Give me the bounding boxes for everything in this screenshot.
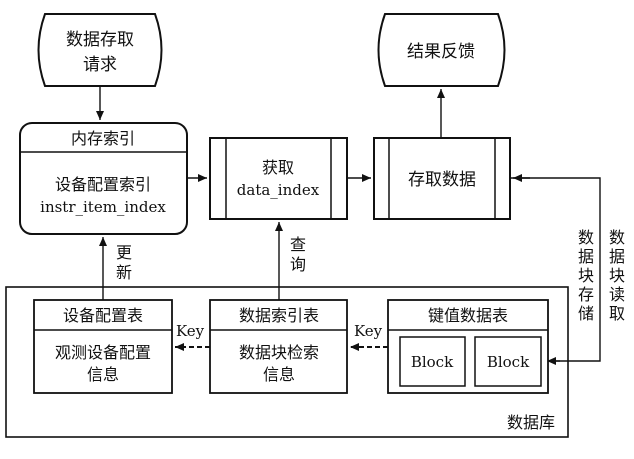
block-store-char-1: 据: [578, 247, 594, 266]
memory-index-box: 内存索引 设备配置索引 instr_item_index: [19, 122, 188, 235]
query-label-1: 查: [290, 235, 306, 254]
block-store-char-2: 块: [578, 266, 594, 285]
index-table-line2: 信息: [263, 365, 295, 384]
fetch-box: 获取 data_index: [209, 137, 348, 220]
memory-index-line1: 设备配置索引: [55, 175, 151, 194]
index-table: 数据索引表 数据块检索 信息: [209, 299, 348, 394]
block-read-label: 数 据 块 读 取: [609, 228, 625, 323]
device-table-line2: 信息: [87, 365, 119, 384]
kv-table: 键值数据表 Block Block: [387, 299, 549, 394]
update-label-2: 新: [116, 263, 132, 282]
request-terminal: 数据存取 请求: [37, 13, 163, 87]
key-label-left: Key: [176, 322, 205, 340]
device-table-header: 设备配置表: [63, 306, 143, 325]
database-container: 数据库: [5, 286, 569, 438]
fetch-line2: data_index: [237, 181, 320, 199]
memory-index-header: 内存索引: [71, 129, 135, 148]
device-table: 设备配置表 观测设备配置 信息: [33, 299, 173, 394]
device-table-line1: 观测设备配置: [55, 343, 151, 362]
fetch-line1: 获取: [262, 158, 294, 177]
request-line1: 数据存取: [66, 30, 134, 50]
index-table-line1: 数据块检索: [239, 343, 319, 362]
access-label: 存取数据: [408, 170, 476, 190]
block-1-label: Block: [411, 353, 454, 371]
query-label-2: 询: [290, 255, 306, 274]
block-read-char-2: 块: [609, 266, 625, 285]
feedback-label: 结果反馈: [407, 42, 475, 62]
access-box: 存取数据: [373, 137, 511, 220]
block-read-char-1: 据: [609, 247, 625, 266]
key-label-right: Key: [354, 322, 383, 340]
block-store-char-4: 储: [578, 304, 594, 323]
request-line2: 请求: [83, 55, 117, 75]
block-store-label: 数 据 块 存 储: [578, 228, 594, 323]
block-2: [474, 336, 542, 387]
feedback-terminal: 结果反馈: [377, 13, 506, 87]
block-2-label: Block: [487, 353, 530, 371]
block-read-char-4: 取: [609, 304, 625, 323]
block-read-char-3: 读: [609, 285, 625, 304]
kv-table-header: 键值数据表: [428, 306, 508, 325]
update-label-1: 更: [116, 243, 132, 262]
block-io-path: [510, 177, 601, 362]
memory-index-line2: instr_item_index: [40, 198, 166, 216]
database-label: 数据库: [507, 413, 555, 432]
block-store-char-0: 数: [578, 228, 594, 247]
block-1: [399, 336, 466, 387]
block-store-char-3: 存: [578, 285, 594, 304]
block-read-char-0: 数: [609, 228, 625, 247]
index-table-header: 数据索引表: [239, 306, 319, 325]
